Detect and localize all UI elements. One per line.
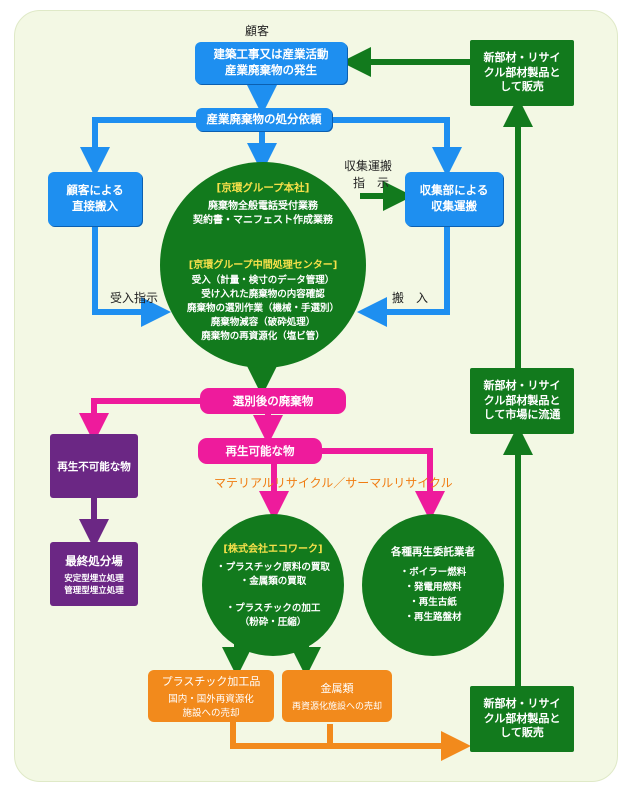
ecowork-title: [株式会社エコワーク] (223, 544, 323, 555)
plastic-products-box: プラスチック加工品 国内・国外再資源化 施設への売却 (148, 670, 274, 722)
partner-item: ・再生古紙 (409, 597, 457, 608)
metal-title: 金属類 (320, 682, 354, 695)
ecowork-item: ・プラスチックの加工 (225, 603, 321, 614)
customer-label: 顧客 (245, 24, 270, 38)
waste-generation-line1: 建築工事又は産業活動 (213, 47, 329, 62)
carry-in-label: 搬 入 (392, 291, 429, 305)
center-item: 廃棄物の再資源化（塩ビ管） (201, 331, 325, 342)
sale-box-bottom-line2: クル部材製品と (483, 711, 561, 725)
market-distribution-line2: クル部材製品と (483, 393, 561, 407)
sale-box-top-line3: して販売 (500, 80, 544, 94)
metal-box: 金属類 再資源化施設への売却 (282, 670, 392, 722)
partner-item: ・ボイラー燃料 (399, 567, 467, 578)
arrow-collect-to-circle (357, 226, 450, 327)
partner-item: ・発電用燃料 (404, 582, 462, 593)
direct-delivery-line1: 顧客による (66, 183, 124, 198)
ecowork-item: ・プラスチック原料の買取 (216, 562, 330, 573)
sorted-waste-box: 選別後の廃棄物 (200, 388, 346, 414)
center-item: 受け入れた廃棄物の内容確認 (201, 289, 325, 300)
arrow-request-to-collect (330, 117, 462, 177)
arrow-request-to-direct (80, 117, 196, 177)
ecowork-item: ・金属類の買取 (239, 576, 307, 587)
collection-instruction-line1: 収集運搬 (344, 159, 393, 173)
partner-circle: 各種再生委託業者 ・ボイラー燃料 ・発電用燃料 ・再生古紙 ・再生路盤材 (362, 514, 504, 656)
plastic-products-title: プラスチック加工品 (161, 675, 261, 688)
center-item: 受入（計量・検寸のデータ管理） (191, 275, 335, 286)
sale-box-top-line2: クル部材製品と (483, 65, 561, 79)
plastic-products-line2: 施設への売却 (182, 708, 240, 719)
ecowork-item: （粉砕・圧縮） (239, 617, 307, 628)
collection-instruction-line2: 指 示 (353, 175, 390, 190)
final-disposal-line1: 安定型埋立処理 (64, 573, 124, 584)
disposal-request-box: 産業廃棄物の処分依頼 (196, 108, 332, 131)
hq-item: 契約書・マニフェスト作成業務 (193, 215, 333, 226)
market-distribution-box: 新部材・リサイクル部材製品として市場に流通 (470, 368, 574, 434)
sale-box-bottom-line1: 新部材・リサイ (483, 696, 561, 710)
center-title: [京環グループ中間処理センター] (188, 260, 338, 271)
direct-delivery-line2: 直接搬入 (72, 199, 118, 213)
direct-delivery-box: 顧客による直接搬入 (48, 172, 142, 226)
non-recyclable-box: 再生不可能な物 (50, 434, 138, 498)
final-disposal-line2: 管理型埋立処理 (64, 585, 124, 596)
market-distribution-line3: して市場に流通 (483, 408, 561, 422)
arrow-sorted-to-nonrecyclable (79, 398, 200, 443)
sale-box-top: 新部材・リサイクル部材製品として販売 (470, 40, 574, 106)
final-disposal-title: 最終処分場 (65, 553, 123, 568)
waste-generation-box: 建築工事又は産業活動産業廃棄物の発生 (195, 42, 347, 84)
plastic-products-line1: 国内・国外再資源化 (168, 694, 254, 705)
sale-box-bottom: 新部材・リサイクル部材製品として販売 (470, 686, 574, 752)
partner-title: 各種再生委託業者 (391, 546, 475, 558)
recycle-type-label: マテリアルリサイクル／サーマルリサイクル (214, 476, 453, 490)
partner-item: ・再生路盤材 (404, 612, 462, 623)
waste-generation-line2: 産業廃棄物の発生 (225, 63, 317, 77)
main-process-circle: [京環グループ本社] 廃棄物全般電話受付業務 契約書・マニフェスト作成業務 [京… (160, 162, 366, 368)
center-item: 廃棄物減容（破砕処理） (210, 317, 316, 328)
collection-transport-line1: 収集部による (419, 183, 489, 198)
non-recyclable-label: 再生不可能な物 (57, 460, 131, 473)
metal-line1: 再資源化施設への売却 (291, 702, 382, 712)
sale-box-bottom-line3: して販売 (500, 726, 544, 740)
sale-box-top-line1: 新部材・リサイ (483, 50, 561, 64)
arrow-direct-to-circle (92, 226, 171, 327)
ecowork-circle: [株式会社エコワーク] ・プラスチック原料の買取 ・金属類の買取 ・プラスチック… (202, 514, 344, 656)
collection-instruction-label: 収集運搬 指 示 (344, 158, 392, 192)
hq-title: [京環グループ本社] (216, 182, 310, 194)
collection-transport-line2: 収集運搬 (431, 199, 477, 213)
recyclable-box: 再生可能な物 (198, 438, 322, 464)
final-disposal-box: 最終処分場 安定型埋立処理 管理型埋立処理 (50, 542, 138, 606)
collection-transport-box: 収集部による収集運搬 (405, 172, 503, 226)
arrow-recyclable-to-partner (322, 448, 445, 521)
arrow-products-to-sale (230, 720, 471, 761)
center-item: 廃棄物の選別作業（機械・手選別） (186, 303, 339, 314)
receive-instruction-label: 受入指示 (110, 291, 159, 305)
hq-item: 廃棄物全般電話受付業務 (208, 201, 318, 212)
market-distribution-line1: 新部材・リサイ (483, 378, 561, 392)
